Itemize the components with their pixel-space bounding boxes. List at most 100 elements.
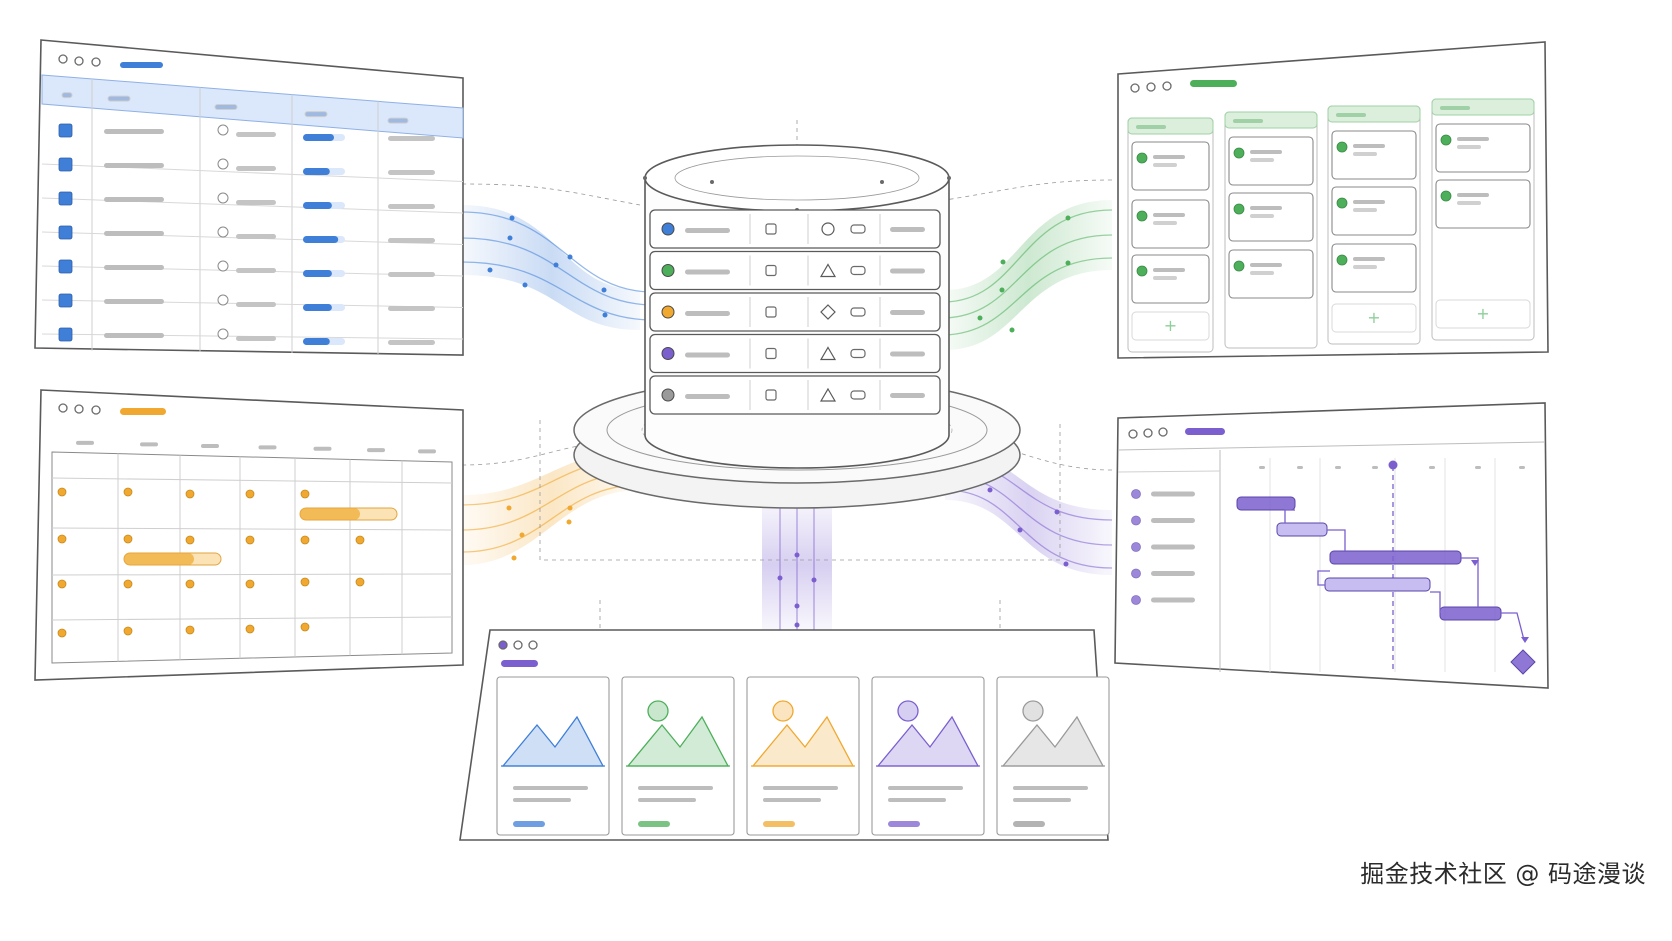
placeholder-text-bar [1153,163,1177,167]
weekday-label [313,446,332,451]
calendar-week-divider [51,527,453,531]
table-row [58,123,435,141]
table-view-window [34,39,464,356]
event-dot-icon [57,487,67,497]
status-radio-icon [217,192,229,204]
gallery-card [496,676,610,836]
database-records [649,209,941,415]
weekday-label [367,448,385,453]
gantt-header-divider [1117,441,1546,451]
kanban-column: + [1431,98,1535,341]
database-record-row [649,209,941,249]
table-row [41,157,464,182]
placeholder-text-bar [1013,798,1071,802]
status-radio-icon [217,328,229,340]
add-card-button [1435,299,1531,329]
checkbox-icon [765,264,777,277]
placeholder-text-bar [888,798,946,802]
tag-icon [850,224,866,234]
placeholder-text-bar [1250,150,1282,154]
kanban-card [1435,123,1531,173]
calendar-week-divider [51,616,453,621]
placeholder-text-bar [104,231,164,236]
placeholder-text-bar [763,798,821,802]
window-title-pill [501,660,538,667]
placeholder-text-bar [388,238,435,243]
kanban-card [1331,130,1417,180]
row-select-icon [58,293,73,308]
window-controls [498,640,538,650]
sun-icon [772,700,794,722]
flow-gantt-dots [987,487,1069,567]
plus-icon: + [1476,304,1489,323]
row-select-icon [58,157,73,172]
placeholder-text-bar [104,265,164,270]
placeholder-text-bar [236,234,276,239]
progress-fill [303,236,339,243]
gallery-tag-pill [888,821,920,827]
kanban-card [1131,141,1210,191]
table-row [41,327,464,345]
dependency-arrow [1284,509,1295,523]
status-radio-icon [217,226,229,238]
gallery-card-frame [496,676,610,836]
window-title-pill [1190,80,1237,87]
watermark-text: 掘金技术社区 @ 码途漫谈 [1360,860,1646,888]
kanban-column [1224,111,1318,349]
plus-icon: + [1164,316,1177,335]
window-title-pill [120,408,166,415]
gantt-time-tick [1372,466,1378,469]
row-select-icon [58,191,73,206]
placeholder-text-bar [104,163,164,168]
calendar-week-divider [51,573,453,576]
checkbox-icon [765,306,777,318]
placeholder-text-bar [1250,206,1282,210]
record-card [649,250,941,291]
image-placeholder-icon [1001,700,1105,767]
event-bar [124,553,194,565]
gantt-task-bar [1324,577,1431,592]
window-controls [58,403,101,415]
flow-kanban [945,200,1112,350]
gallery-card [746,676,860,836]
database-record-row [649,250,941,291]
checkbox-icon [765,347,777,360]
progress-fill [303,304,332,311]
add-card-button [1331,303,1417,333]
window-controls [1130,81,1172,93]
placeholder-text-bar [1153,213,1185,217]
row-select-icon [58,123,73,138]
gallery-tag-pill [513,821,545,827]
event-dot-icon [57,628,67,638]
gantt-task-bar [1276,522,1328,537]
placeholder-text-bar [890,268,925,274]
task-name-bar [1151,518,1195,523]
today-marker-icon [1388,460,1398,470]
event-dot-icon [300,577,310,587]
dependency-arrow [1501,612,1525,641]
calendar-week-divider [51,477,453,484]
kanban-card [1131,199,1210,249]
task-name-bar [1151,491,1195,497]
gallery-tag-pill [638,821,670,827]
record-card [649,292,941,332]
placeholder-text-bar [104,299,164,304]
window-controls [1128,427,1168,439]
event-dot-icon [57,579,67,589]
gantt-task-bar [1329,550,1462,565]
kanban-column-title [1336,113,1366,117]
kanban-column: + [1327,105,1421,345]
placeholder-text-bar [763,786,838,790]
status-dot-icon [1136,152,1148,164]
kanban-card [1228,192,1314,242]
status-dot-icon [1336,197,1348,209]
table-row [41,259,464,277]
calendar-view-window [34,389,464,681]
placeholder-text-bar [1457,145,1481,149]
kanban-card [1228,136,1314,186]
placeholder-text-bar [1250,158,1274,162]
kanban-column-title [1440,106,1470,110]
kanban-card [1228,249,1314,299]
dependency-arrow [1317,570,1330,586]
